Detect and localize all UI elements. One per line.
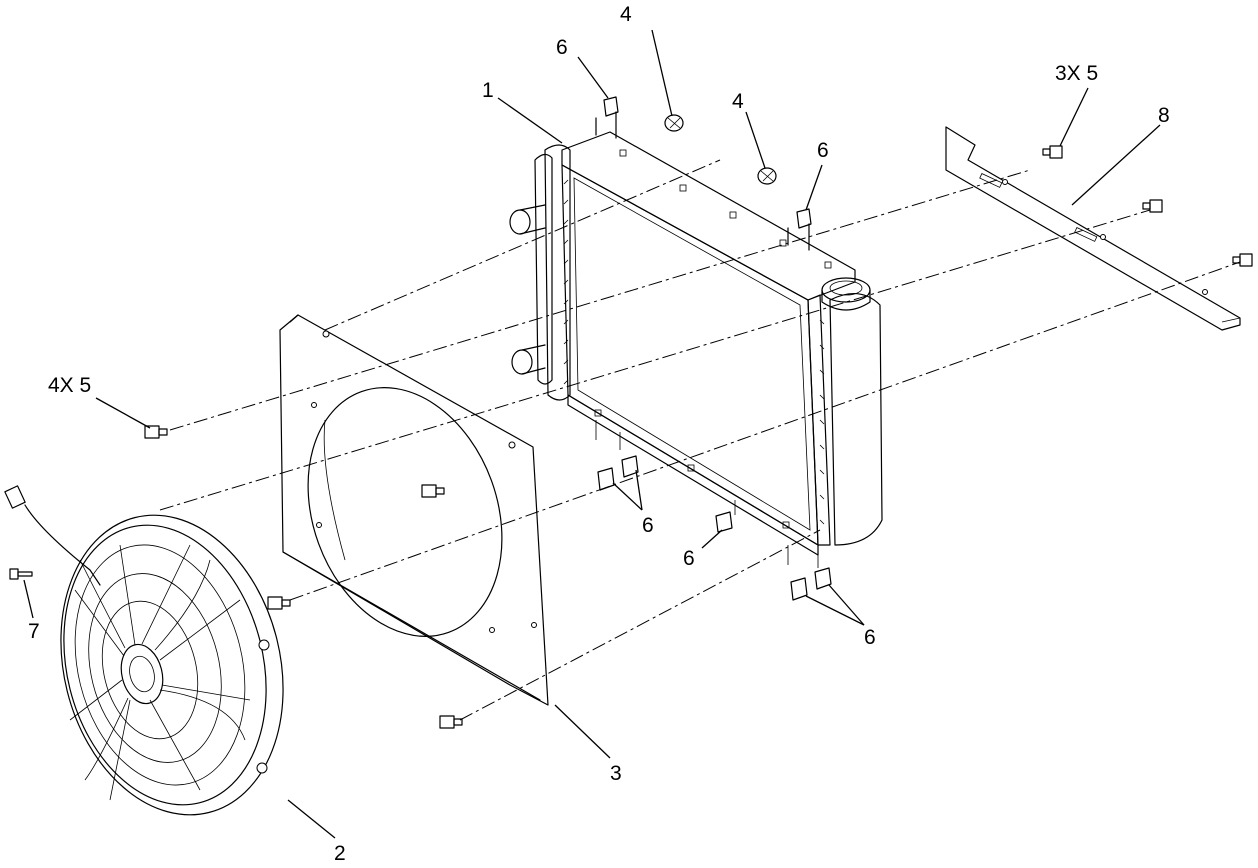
- bolt-shroud-1: [144, 425, 168, 439]
- mount-3: [595, 420, 639, 491]
- bolt-shroud-2: [421, 484, 445, 498]
- mount-5: [787, 545, 832, 601]
- radiator: [509, 131, 883, 556]
- support-bracket: [945, 126, 1241, 331]
- callout-mount-top-right: 6: [817, 139, 829, 162]
- mount-2: [787, 208, 812, 251]
- bolts: [144, 145, 1253, 729]
- callout-bracket: 8: [1158, 104, 1170, 127]
- callout-radiator: 1: [482, 79, 494, 102]
- callout-mount-top-left: 6: [556, 36, 568, 59]
- clips: [664, 114, 777, 185]
- leader-lines: [23, 29, 1161, 839]
- callout-shroud: 3: [610, 762, 622, 785]
- callout-fan: 2: [334, 842, 346, 865]
- fan-screw: [9, 568, 33, 580]
- bolt-shroud-4: [439, 715, 463, 729]
- rubber-mounts: [595, 96, 832, 601]
- callout-shroud-bolts: 4X 5: [48, 374, 91, 397]
- callout-mount-bottom-mid: 6: [683, 547, 695, 570]
- mount-1: [595, 96, 619, 139]
- callout-labels: 1 2 3 4 4 4X 5 3X 5 6 6 6 6 6 7 8: [28, 3, 1170, 865]
- bolt-bracket-1: [1042, 145, 1063, 159]
- assembly-centerlines: [159, 159, 1241, 721]
- callout-fan-screw: 7: [28, 620, 40, 643]
- bolt-bracket-2: [1142, 199, 1163, 213]
- callout-mount-bottom-right: 6: [864, 626, 876, 649]
- callout-clip-a: 4: [620, 3, 632, 26]
- callout-bracket-bolts: 3X 5: [1055, 62, 1098, 85]
- callout-clip-b: 4: [732, 90, 744, 113]
- clip-1: [664, 114, 684, 132]
- electric-fan: [4, 485, 284, 816]
- clip-2: [757, 167, 777, 185]
- mount-4: [715, 500, 736, 533]
- callout-mount-bottom-left: 6: [642, 514, 654, 537]
- bolt-bracket-3: [1232, 253, 1253, 267]
- fan-shroud: [279, 314, 549, 706]
- bolt-shroud-3: [267, 596, 291, 610]
